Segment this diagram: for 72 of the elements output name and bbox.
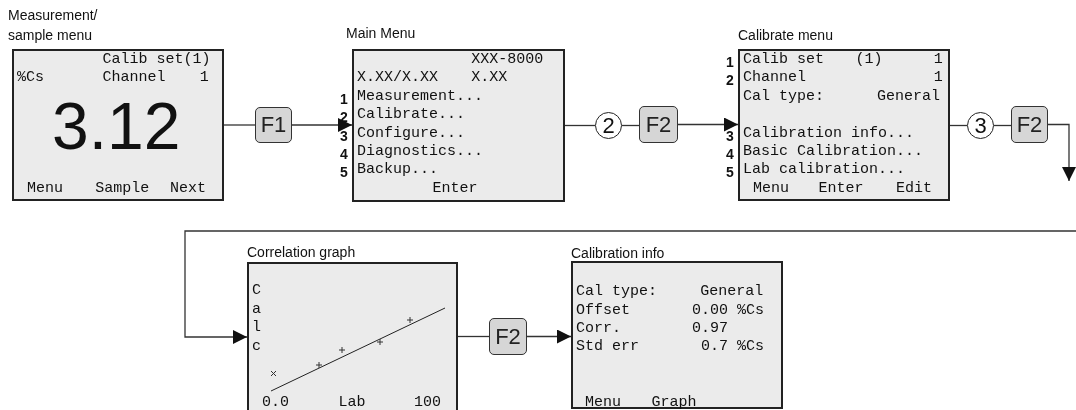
connector-line [223, 124, 256, 126]
item-number: 4 [340, 145, 348, 163]
arrow [677, 117, 739, 132]
softkey-label: Sample [95, 179, 150, 198]
display-text: (1) [855, 51, 883, 69]
softkey-label: Graph [651, 393, 697, 410]
display-text: 0.00 %Cs [692, 301, 765, 320]
display-text: Cal type: [576, 283, 657, 302]
softkey-label: Enter [818, 179, 864, 198]
axis-label: 0.0 [261, 393, 289, 410]
item-number: 3 [726, 126, 734, 145]
display-text: XXX-8000 [471, 51, 544, 69]
display-text: 1 [199, 69, 209, 88]
item-number: 5 [726, 163, 734, 182]
item-number: 1 [726, 53, 734, 71]
arrow [291, 118, 353, 132]
connector-line [564, 124, 596, 127]
display-text: Cal type: [743, 87, 824, 106]
menu-item: Backup... [357, 161, 438, 180]
menu-item: Measurement... [357, 87, 484, 106]
axis-label: 100 [414, 393, 441, 410]
item-number: 4 [726, 145, 734, 163]
softkey-label: Enter [432, 179, 478, 198]
item-number: 3 [340, 126, 348, 145]
measurement-value: 3.12 [52, 91, 181, 161]
item-number: 5 [340, 163, 348, 182]
axis-label: Calc [252, 282, 261, 356]
display-text: 1 [933, 69, 943, 88]
menu-item: Diagnostics... [357, 143, 484, 161]
menu-item: Configure... [357, 124, 466, 143]
axis-label: Lab [338, 393, 366, 410]
menu-item: Calibration info... [743, 124, 915, 143]
softkey-label: Menu [26, 179, 63, 198]
display-text: 0.7 %Cs [701, 338, 765, 357]
display-text: General [877, 87, 941, 106]
screen-title: Measurement/ sample menu [8, 6, 98, 45]
display-text: Channel [743, 69, 806, 88]
display-text: %Cs [17, 69, 44, 88]
function-key: F1 [255, 107, 292, 143]
step-number: 2 [595, 112, 622, 139]
display-text: Corr. [576, 320, 621, 339]
display-text: General [700, 283, 764, 302]
function-key: F2 [489, 318, 527, 355]
step-number: 3 [967, 112, 994, 139]
softkey-label: Edit [896, 179, 932, 198]
softkey-label: Menu [585, 393, 621, 410]
screen-title: Main Menu [346, 24, 417, 43]
function-key: F2 [639, 106, 678, 143]
arrow [184, 230, 1076, 344]
screen-title: Calibrate menu [738, 26, 834, 45]
menu-item: Lab calibration... [743, 161, 906, 180]
arrow [1047, 123, 1076, 182]
softkey-label: Menu [752, 179, 789, 198]
arrow [526, 329, 572, 344]
display-text: X.XX [471, 69, 508, 88]
display-text: Offset [576, 301, 630, 320]
menu-item: Basic Calibration... [743, 143, 924, 161]
connector-line [457, 335, 490, 338]
display-text: Channel [102, 69, 166, 88]
display-text: X.XX/X.XX [357, 69, 438, 88]
item-number: 1 [340, 89, 348, 108]
screen-title: Calibration info [571, 244, 666, 263]
item-number: 2 [726, 71, 734, 90]
display-text: 1 [933, 51, 943, 69]
screen-title: Correlation graph [247, 243, 357, 262]
display-text: Calib set [743, 51, 824, 69]
display-text: 0.97 [692, 320, 729, 339]
softkey-label: Next [170, 179, 206, 198]
function-key: F2 [1011, 106, 1048, 143]
display-text: Calib set(1) [102, 51, 211, 69]
display-text: Std err [576, 338, 639, 357]
menu-item: Calibrate... [357, 106, 466, 125]
